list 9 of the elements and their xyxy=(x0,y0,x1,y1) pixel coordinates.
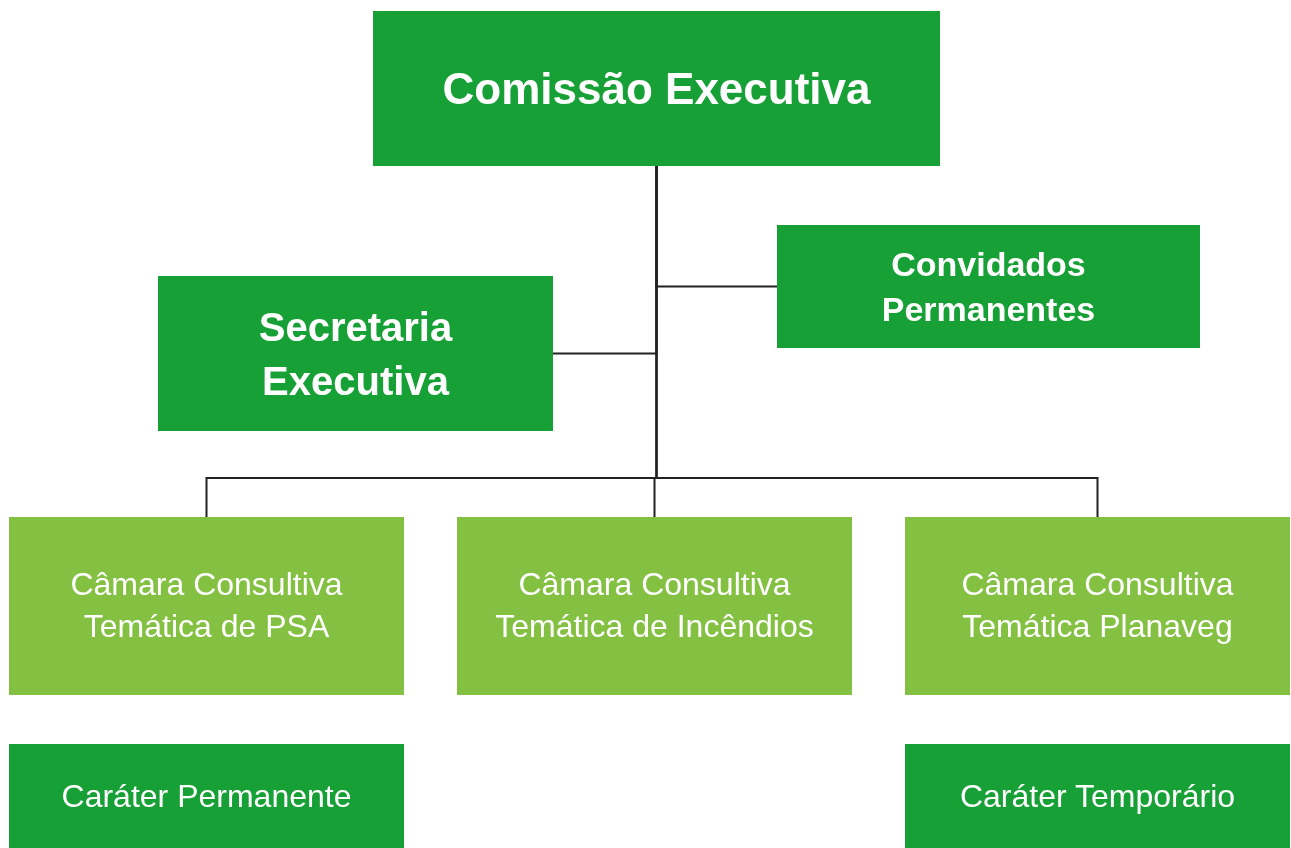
org-box: Câmara Consultiva Temática de PSA xyxy=(9,517,404,695)
connector-line xyxy=(655,165,1099,518)
org-box: Caráter Permanente xyxy=(9,744,404,848)
org-box: Câmara Consultiva Temática de Incêndios xyxy=(457,517,852,695)
org-box: Comissão Executiva xyxy=(373,11,940,166)
org-box: Câmara Consultiva Temática Planaveg xyxy=(905,517,1290,695)
org-box: Convidados Permanentes xyxy=(777,225,1200,348)
org-box: Caráter Temporário xyxy=(905,744,1290,848)
org-box: Secretaria Executiva xyxy=(158,276,553,431)
